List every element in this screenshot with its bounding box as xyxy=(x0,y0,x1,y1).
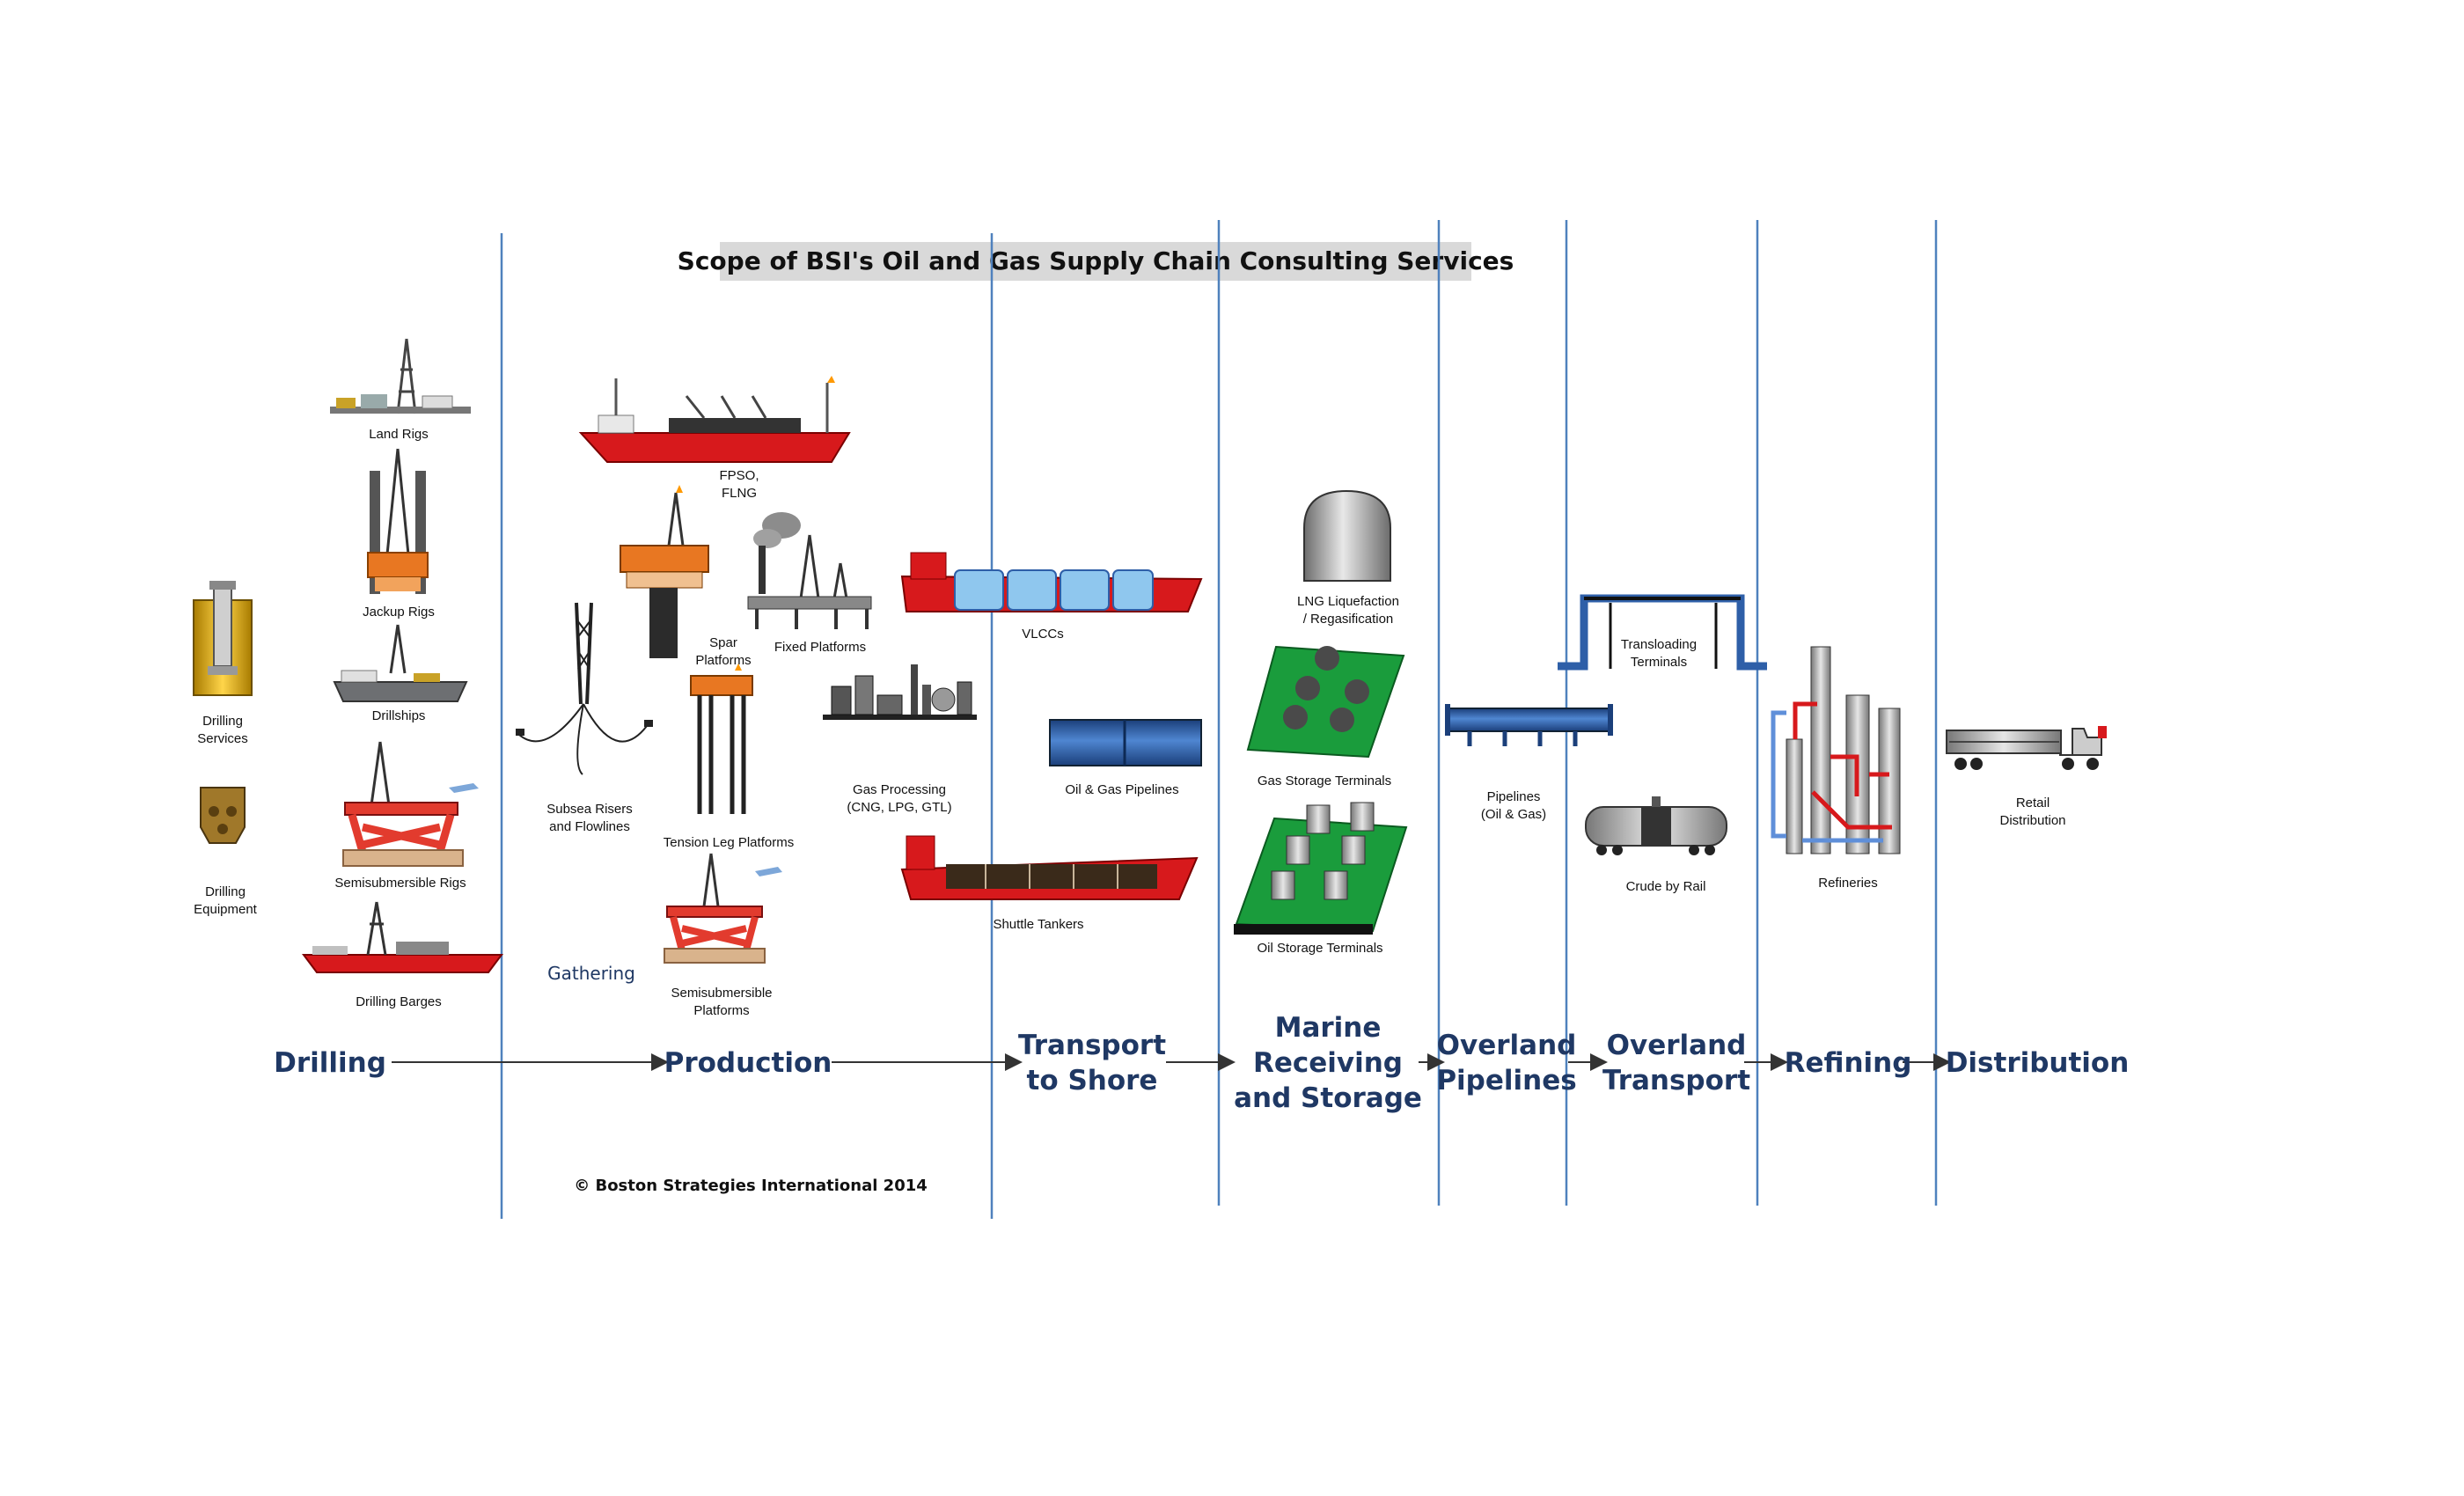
rail-tank-car-icon xyxy=(1585,796,1727,855)
stage-marine-line1: Marine xyxy=(1275,1012,1382,1044)
shuttle-tanker-icon xyxy=(900,835,1199,900)
drilling-equipment-label-l2: Equipment xyxy=(194,902,258,917)
transloading-terminal-icon xyxy=(1558,594,1767,671)
drilling-services-label-l1: Drilling xyxy=(202,714,243,729)
drilling-equipment-label-l1: Drilling xyxy=(205,884,246,899)
pipelines-label-l1: Pipelines xyxy=(1487,789,1541,804)
tension-leg-platform-icon xyxy=(690,664,753,814)
land-rigs-label: Land Rigs xyxy=(369,427,429,442)
shuttle-tankers-label: Shuttle Tankers xyxy=(993,917,1083,932)
vlccs-label: VLCCs xyxy=(1022,627,1064,642)
transloading-label-l1: Transloading xyxy=(1621,637,1697,652)
diagram-title: Scope of BSI's Oil and Gas Supply Chain … xyxy=(678,246,1514,275)
subsea-risers-icon xyxy=(516,602,653,775)
stage-drilling: Drilling xyxy=(274,1047,386,1079)
pipelines-label-l2: (Oil & Gas) xyxy=(1481,807,1546,822)
stage-transport-line1: Transport xyxy=(1018,1030,1166,1061)
land-rig-icon xyxy=(330,338,471,414)
copyright-text: © Boston Strategies International 2014 xyxy=(574,1177,928,1195)
gas-processing-label-l1: Gas Processing xyxy=(853,782,946,797)
spar-platform-icon xyxy=(620,485,709,658)
refineries-label: Refineries xyxy=(1818,876,1878,891)
semisubmersible-platforms-label-l2: Platforms xyxy=(693,1003,749,1018)
jackup-rigs-label: Jackup Rigs xyxy=(363,605,435,620)
oil-gas-pipelines-icon xyxy=(1049,719,1202,766)
stage-refining: Refining xyxy=(1785,1047,1912,1079)
drilling-services-label-l2: Services xyxy=(197,731,248,746)
title-box: Scope of BSI's Oil and Gas Supply Chain … xyxy=(678,242,1514,281)
semisubmersible-platform-icon xyxy=(664,853,782,964)
semisubmersible-rigs-label: Semisubmersible Rigs xyxy=(334,876,466,891)
stage-pipelines-line1: Overland xyxy=(1437,1030,1577,1061)
drilling-services-icon xyxy=(193,581,253,696)
gas-processing-label-l2: (CNG, LPG, GTL) xyxy=(847,800,951,815)
drillship-icon xyxy=(333,624,468,702)
transloading-label-l2: Terminals xyxy=(1631,655,1687,670)
stage-marine-line3: and Storage xyxy=(1234,1082,1422,1114)
semisubmersible-platforms-label-l1: Semisubmersible xyxy=(671,986,772,1001)
drill-bit-icon xyxy=(200,787,246,844)
gas-storage-label: Gas Storage Terminals xyxy=(1258,774,1391,788)
retail-distribution-label-l1: Retail xyxy=(2016,796,2050,810)
oil-storage-terminal-icon xyxy=(1234,802,1408,935)
stage-overland-transport-line2: Transport xyxy=(1602,1065,1750,1096)
retail-tanker-truck-icon xyxy=(1946,726,2107,770)
stage-production: Production xyxy=(664,1047,832,1079)
drilling-barges-label: Drilling Barges xyxy=(356,994,442,1009)
subsea-risers-label-l1: Subsea Risers xyxy=(546,802,633,817)
semisubmersible-rig-icon xyxy=(342,741,479,867)
drillships-label: Drillships xyxy=(372,708,426,723)
jackup-rig-icon xyxy=(367,448,429,594)
crude-by-rail-label: Crude by Rail xyxy=(1626,879,1706,894)
stage-dividers xyxy=(500,220,1938,1219)
gas-storage-terminal-icon xyxy=(1246,645,1405,759)
lng-tank-icon xyxy=(1303,489,1391,582)
drilling-barge-icon xyxy=(302,901,503,973)
refinery-icon xyxy=(1771,646,1901,854)
fpso-icon xyxy=(578,376,851,463)
stage-transport-line2: to Shore xyxy=(1027,1065,1158,1096)
retail-distribution-label-l2: Distribution xyxy=(1999,813,2065,828)
vlcc-icon xyxy=(900,552,1203,612)
oil-storage-label: Oil Storage Terminals xyxy=(1257,941,1382,956)
gas-processing-icon xyxy=(823,664,977,720)
stage-distribution: Distribution xyxy=(1946,1047,2130,1079)
stage-overland-transport-line1: Overland xyxy=(1607,1030,1747,1061)
spar-platforms-label-l1: Spar xyxy=(709,635,737,650)
subsea-risers-label-l2: and Flowlines xyxy=(549,819,630,834)
fpso-label-l2: FLNG xyxy=(722,486,757,501)
stage-pipelines-line2: Pipelines xyxy=(1436,1065,1576,1096)
fixed-platform-icon xyxy=(747,512,872,629)
lng-label-l1: LNG Liquefaction xyxy=(1297,594,1399,609)
spar-platforms-label-l2: Platforms xyxy=(695,653,751,668)
pipelines-manifold-icon xyxy=(1445,704,1613,746)
fpso-label-l1: FPSO, xyxy=(719,468,759,483)
tension-leg-platforms-label: Tension Leg Platforms xyxy=(664,835,794,850)
stage-marine-line2: Receiving xyxy=(1253,1047,1403,1079)
oil-gas-pipelines-label: Oil & Gas Pipelines xyxy=(1065,782,1178,797)
gathering-label: Gathering xyxy=(547,963,635,984)
lng-label-l2: / Regasification xyxy=(1303,612,1394,627)
fixed-platforms-label: Fixed Platforms xyxy=(774,640,866,655)
